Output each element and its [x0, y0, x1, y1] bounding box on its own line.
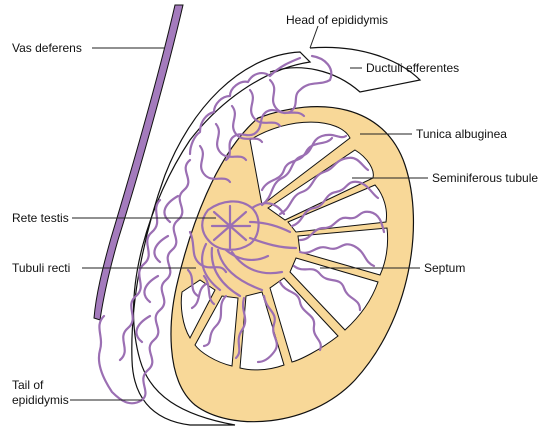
label-tubuli-recti: Tubuli recti [12, 261, 70, 275]
outer-capsule [269, 46, 422, 93]
label-septum: Septum [424, 261, 465, 275]
leader-lines [70, 25, 428, 401]
label-vas-deferens: Vas deferens [12, 41, 82, 55]
label-rete-testis: Rete testis [12, 211, 69, 225]
label-tail-of-epididymis-line1: Tail of [12, 378, 44, 392]
label-head-of-epididymis: Head of epididymis [286, 13, 388, 27]
tubules [97, 54, 386, 405]
leader-head-of-epididymis [309, 25, 319, 49]
label-tunica-albuginea: Tunica albuginea [416, 127, 507, 141]
label-tail-of-epididymis-line2: epididymis [12, 393, 69, 407]
epididymis-outline [131, 51, 312, 426]
label-ductuli-efferentes: Ductuli efferentes [366, 61, 459, 75]
label-seminiferous-tubule: Seminiferous tubule [432, 171, 538, 185]
